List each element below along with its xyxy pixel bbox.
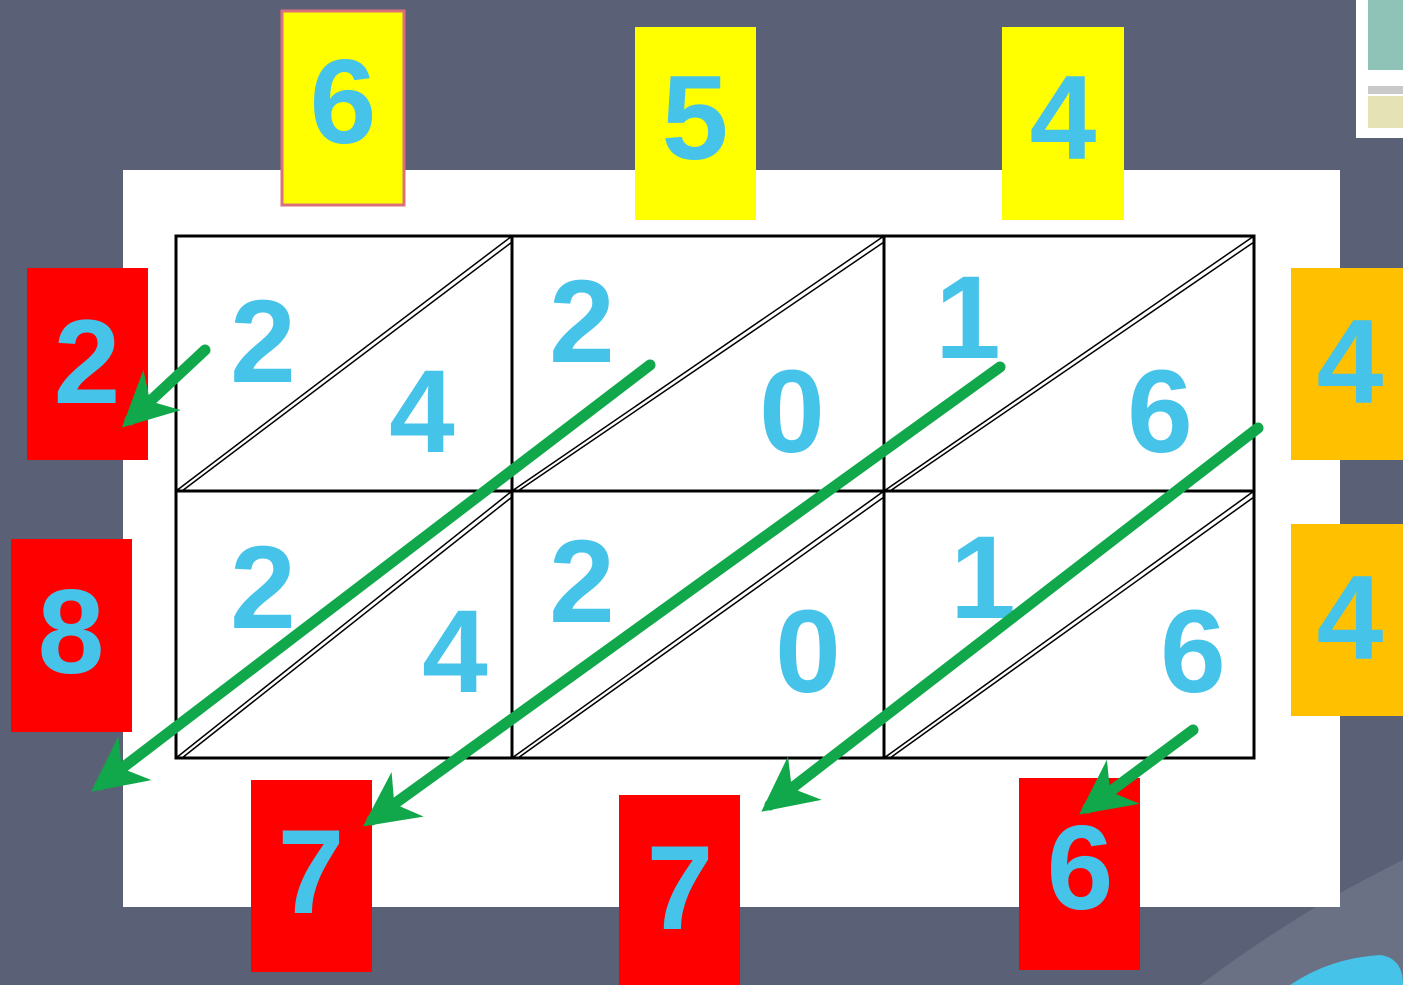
multiplier-column: 4 4 [1291,268,1403,716]
cell-ones-digit: 4 [422,586,488,718]
multiplier-box [1291,268,1403,460]
result-box [27,268,148,460]
cell-ones-digit: 4 [389,346,455,478]
cell-tens-digit: 2 [230,522,296,654]
multiplicand-box [635,27,756,220]
cell-ones-digit: 6 [1127,346,1193,478]
cell-ones-digit: 6 [1160,586,1226,718]
result-box [619,795,740,985]
result-digit: 2 [54,295,121,429]
multiplicand-digit: 6 [310,35,377,169]
result-digit: 7 [647,821,714,955]
result-digit: 7 [278,805,345,939]
result-box [11,539,132,732]
cell-ones-digit: 0 [759,346,825,478]
multiplicand-box [1002,27,1124,220]
result-digit: 8 [38,565,105,699]
cell-tens-digit: 2 [549,256,615,388]
result-box [251,780,372,972]
diagonal-arrow [363,361,1006,827]
cell-tens-digit: 2 [230,276,296,408]
lattice-cell-digits: 2 4 2 0 1 6 2 4 2 0 1 6 [230,252,1226,718]
multiplicand-box [280,9,406,207]
result-digit: 6 [1047,801,1114,935]
multiplicand-digit: 4 [1030,51,1097,185]
multiplier-digit: 4 [1317,551,1384,685]
diagonal-sum-arrows [91,344,1264,827]
multiplicand-row: 6 5 4 [280,9,1124,220]
result-left-column: 2 8 [11,268,148,732]
lattice-grid [174,234,1256,760]
cell-tens-digit: 1 [935,252,1001,384]
result-bottom-row: 7 7 6 [251,778,1140,985]
cell-ones-digit: 0 [775,586,841,718]
multiplier-box [1291,524,1403,716]
diagonal-arrow [121,344,211,428]
multiplier-digit: 4 [1317,295,1384,429]
diagonal-arrow [1079,724,1199,815]
diagonal-arrow [91,359,656,792]
corner-decoration [1200,0,1403,985]
diagonal-arrow [761,422,1264,812]
cell-tens-digit: 2 [549,516,615,648]
multiplicand-digit: 5 [662,51,729,185]
